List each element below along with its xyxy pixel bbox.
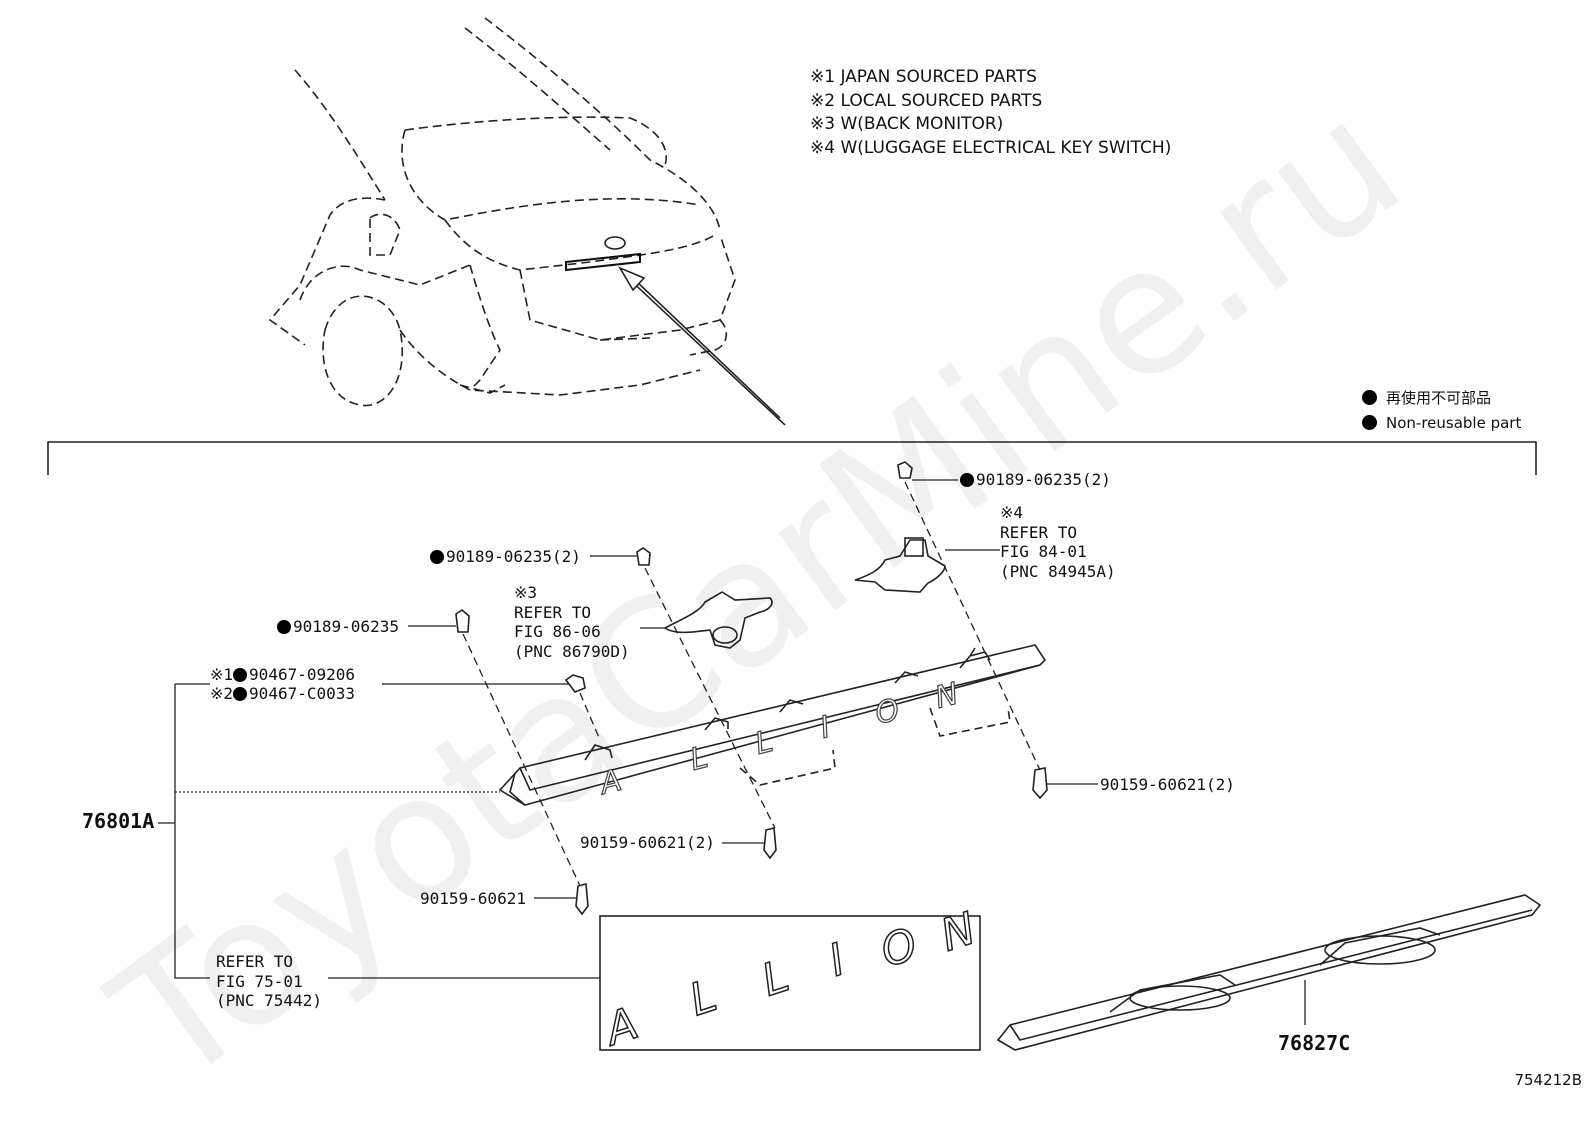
garnish-part-number: 76827C: [1278, 1031, 1351, 1055]
legend-en: Non-reusable part: [1386, 413, 1522, 432]
bolt-part-1: [1032, 767, 1048, 800]
part-label: 90189-06235(2): [430, 547, 581, 566]
clip-part-1: [897, 461, 913, 479]
bullet-icon: [1362, 415, 1377, 430]
bullet-icon: [233, 687, 248, 701]
car-rear-illustration: [268, 17, 736, 407]
emblem-letters: A L L I O N: [596, 902, 982, 1057]
bullet-icon: [430, 550, 444, 564]
nut-part: [564, 674, 586, 693]
assembly-bracket: [47, 441, 1537, 475]
note: ※2 LOCAL SOURCED PARTS: [810, 90, 1043, 111]
garnish-panel: [996, 894, 1542, 1051]
emblem-letter: L: [756, 951, 795, 1007]
bolt-part-3: [575, 882, 589, 916]
figure-number: 754212B: [1514, 1071, 1582, 1089]
emblem-letter: I: [823, 934, 851, 987]
bar-letters: A L L I O N: [594, 676, 962, 803]
part-label: 90159-60621(2): [580, 833, 715, 852]
note: ※3 W(BACK MONITOR): [810, 114, 1004, 134]
legend: 再使用不可部品 Non-reusable part: [1362, 385, 1521, 435]
parts-diagram: A L L I O N A L L I O N: [47, 17, 1542, 1057]
emblem-letter: O: [875, 918, 924, 977]
bolt-part-2: [763, 826, 777, 860]
bar-letter: L: [752, 724, 777, 762]
note: ※4 W(LUGGAGE ELECTRICAL KEY SWITCH): [810, 137, 1172, 158]
back-monitor-camera: [663, 591, 773, 649]
bullet-icon: [1362, 390, 1377, 405]
bar-letter: L: [687, 740, 712, 778]
bar-letter: I: [817, 710, 834, 746]
luggage-key-switch: [854, 537, 946, 593]
bar-letter: A: [595, 763, 625, 802]
clip-part-2: [636, 547, 651, 566]
emblem-letter: A: [597, 998, 644, 1057]
bar-letter: O: [872, 692, 903, 732]
bullet-icon: [960, 473, 974, 487]
notes-list: ※1 JAPAN SOURCED PARTS ※2 LOCAL SOURCED …: [810, 66, 1171, 160]
main-part-number: 76801A: [82, 809, 155, 833]
pointer-arrow: [618, 266, 786, 426]
bullet-icon: [277, 620, 291, 634]
part-label: 90159-60621(2): [1100, 775, 1235, 794]
note: ※1 JAPAN SOURCED PARTS: [810, 67, 1037, 87]
bar-letter: N: [932, 676, 962, 715]
part-label: 90159-60621: [420, 889, 526, 908]
emblem-box: [599, 915, 981, 1051]
rear-garnish-bar: [498, 644, 1047, 806]
emblem-letter: L: [684, 970, 723, 1026]
bullet-icon: [233, 668, 248, 682]
clip-part-3: [455, 608, 470, 633]
part-label: 90189-06235(2): [960, 470, 1111, 489]
legend-jp: 再使用不可部品: [1386, 389, 1492, 407]
part-label: 90189-06235: [277, 617, 399, 636]
emblem-letter: N: [935, 903, 982, 962]
